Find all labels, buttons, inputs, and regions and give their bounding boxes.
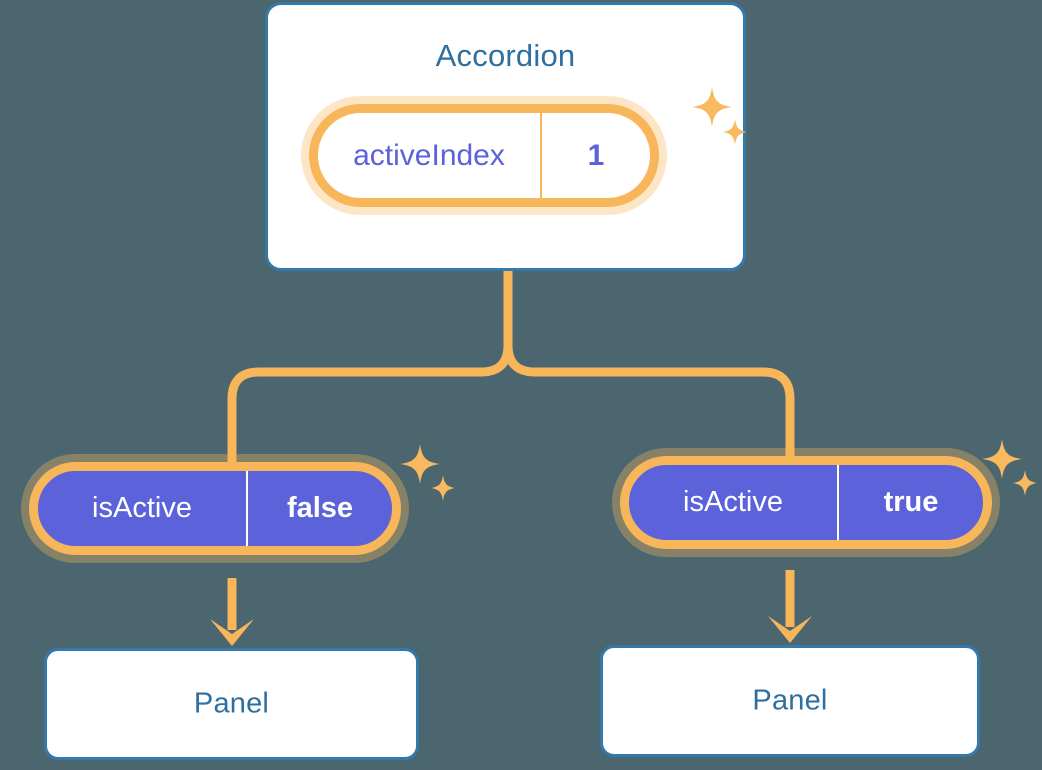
- activeindex-pill[interactable]: activeIndex 1: [309, 104, 659, 207]
- accordion-title: Accordion: [435, 38, 576, 73]
- connector-branch-left: [227, 344, 513, 462]
- right-isactive-pill[interactable]: isActive true: [620, 456, 992, 549]
- sparkle-star-small-icon: [1013, 470, 1037, 496]
- right-isactive-prop-badge[interactable]: isActive true: [620, 456, 992, 549]
- right-isactive-key-label: isActive: [683, 486, 783, 518]
- left-panel-title: Panel: [193, 687, 270, 720]
- activeindex-state-badge[interactable]: activeIndex 1: [309, 104, 659, 207]
- left-isactive-value-label: false: [246, 471, 392, 546]
- sparkle-star-small-icon: [431, 475, 455, 501]
- arrow-left-panel: [210, 578, 254, 646]
- left-panel-card[interactable]: Panel: [44, 648, 419, 760]
- left-isactive-pill[interactable]: isActive false: [29, 462, 401, 555]
- arrow-right-panel: [768, 570, 812, 643]
- activeindex-key-label: activeIndex: [353, 138, 505, 172]
- left-isactive-prop-badge[interactable]: isActive false: [29, 462, 401, 555]
- sparkle-decoration-left: [400, 444, 455, 501]
- connector-branch-right: [503, 344, 795, 456]
- right-panel-title: Panel: [752, 684, 828, 717]
- sparkle-star-large-icon: [400, 444, 440, 484]
- left-isactive-key-label: isActive: [92, 492, 192, 524]
- right-panel-card[interactable]: Panel: [600, 645, 980, 757]
- right-isactive-value-label: true: [837, 465, 983, 540]
- activeindex-value-label: 1: [540, 113, 650, 198]
